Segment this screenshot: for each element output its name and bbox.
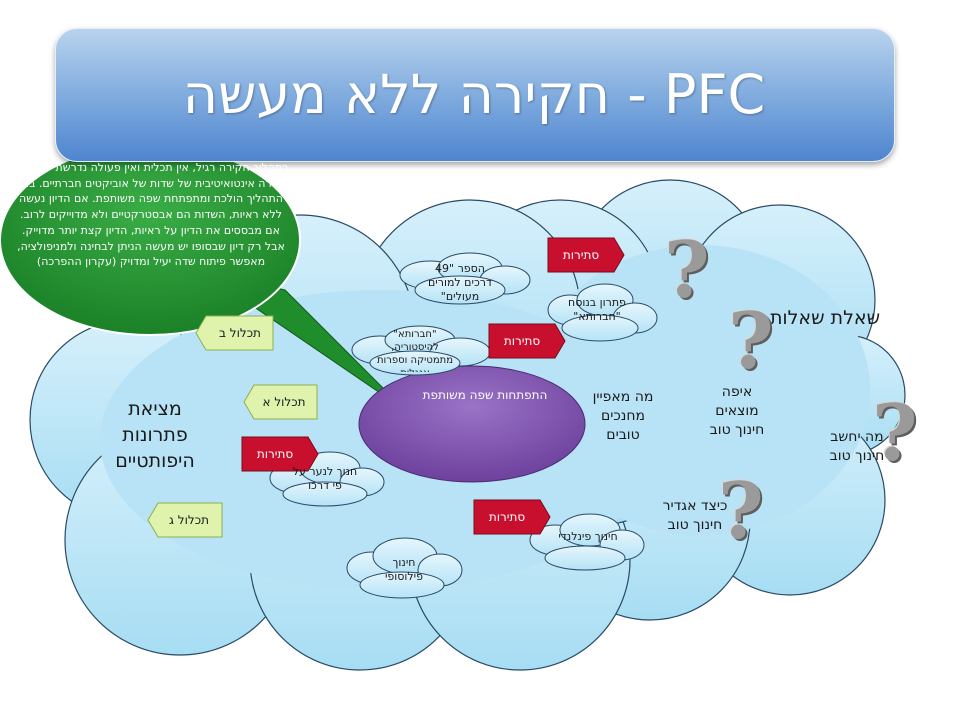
- question-mark-icon: ?: [718, 466, 764, 557]
- contradictions-tag-4: סתירות: [474, 500, 548, 534]
- contradictions-tag-1: סתירות: [548, 238, 622, 272]
- cloud-education-path-label: חנוך לנער על פי דרכו: [292, 465, 358, 492]
- small-cloud-philosophical: [346, 537, 463, 599]
- center-oval: [358, 365, 586, 483]
- purpose-a-tag: תכלול א: [243, 385, 317, 419]
- contradictions-tag-3-label: סתירות: [256, 447, 294, 461]
- cloud-finnish-label: חינוך פינלנדי: [558, 530, 618, 543]
- contradictions-tag-shapes: [241, 237, 625, 535]
- question-mark-icon: ?: [728, 296, 774, 387]
- label-how-define: כיצד אגדיר חינוך טוב: [662, 498, 728, 533]
- label-hypothetical-solutions: מציאת פתרונות היפותטיים: [115, 398, 195, 472]
- page-title: PFC - חקירה ללא מעשה: [182, 62, 766, 126]
- center-oval-label: התפתחות שפה משותפת: [422, 388, 548, 402]
- label-problem-question: שאלת שאלות: [769, 307, 881, 329]
- contradictions-tag-2: סתירות: [489, 324, 563, 358]
- contradictions-tag-1-label: סתירות: [562, 248, 600, 262]
- small-cloud-book: [399, 252, 531, 305]
- purpose-c-label: תכלול ג: [169, 513, 209, 527]
- purpose-a-label: תכלול א: [262, 395, 306, 409]
- question-mark-icon: ?: [664, 225, 710, 316]
- title-bar: [55, 28, 895, 162]
- contradictions-tag-4-label: סתירות: [488, 510, 526, 524]
- cloud-havruta-history-label: "חברותא" להיסטוריה, מתמטיקה וספרות אנגלי…: [376, 329, 454, 372]
- cloud-book-label: הספר "49 דרכים למורים מעולים": [428, 262, 492, 303]
- purpose-b-label: תכלול ב: [219, 326, 261, 340]
- small-cloud-finnish: [529, 513, 645, 571]
- speech-bubble-text: בתהליך חקירה רגיל, אין תכלית ואין פעולה …: [12, 161, 290, 269]
- small-cloud-havruta-solution: [547, 283, 658, 342]
- contradictions-tag-2-label: סתירות: [503, 334, 541, 348]
- cloud-philosophical-label: חינוך פילוסופי: [384, 556, 424, 583]
- purpose-tag-shapes: [147, 315, 318, 538]
- label-what-considered: מה יחשב חינוך טוב: [829, 429, 885, 464]
- label-good-educators: מה מאפיין מחנכים טובים: [592, 389, 654, 443]
- cloud-havruta-solution-label: פתרון בנוסח "חברותא": [568, 296, 626, 323]
- question-mark-icon: ?: [872, 388, 918, 479]
- contradictions-tag-3: סתירות: [242, 437, 316, 471]
- purpose-b-tag: תכלול ב: [199, 316, 273, 350]
- small-cloud-havruta-history: [351, 325, 491, 376]
- small-cloud-education-path: [269, 451, 385, 507]
- purpose-c-tag: תכלול ג: [148, 503, 222, 537]
- label-where-find: איפה מוצאים חינוך טוב: [709, 384, 765, 438]
